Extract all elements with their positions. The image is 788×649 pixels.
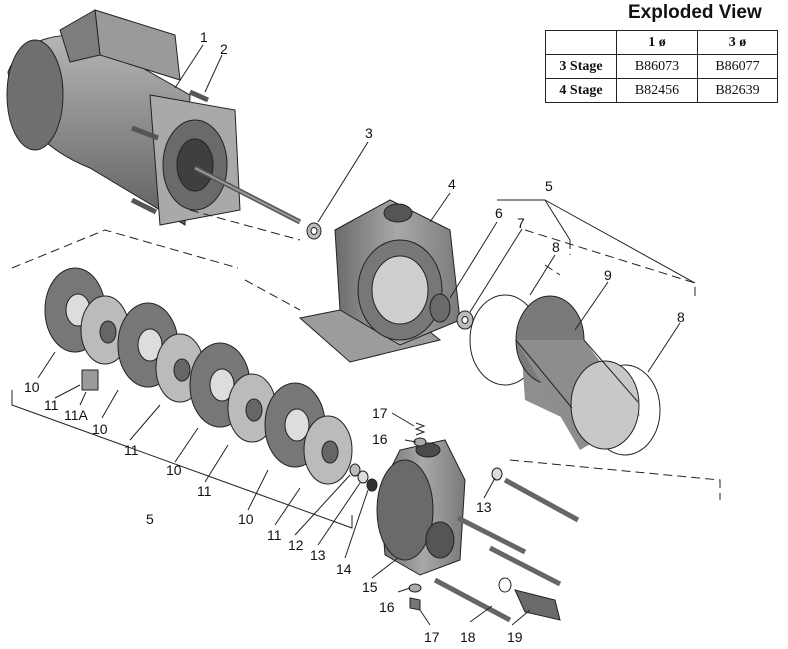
pump-shell	[515, 295, 640, 450]
table-header-three-phase: 3 ø	[697, 30, 778, 55]
callout-10-c: 10	[166, 462, 182, 478]
callout-15: 15	[362, 579, 378, 595]
callout-11-b: 11	[124, 442, 139, 458]
callout-11-a: 11	[44, 397, 59, 413]
table-header-row: 1 ø 3 ø	[545, 30, 778, 55]
spring-17-top	[414, 422, 426, 436]
table-row: 4 Stage B82456 B82639	[545, 78, 778, 103]
callout-13-b: 13	[476, 499, 492, 515]
callout-14: 14	[336, 561, 352, 577]
callout-18: 18	[460, 629, 476, 645]
table-header-blank	[545, 30, 617, 55]
callout-17-bottom: 17	[424, 629, 440, 645]
washer-12	[349, 463, 361, 477]
valve-19	[498, 577, 561, 621]
bracket-5-right-b	[544, 199, 696, 284]
callout-11A: 11A	[64, 407, 89, 423]
motor	[6, 9, 302, 226]
leader-lines	[37, 44, 681, 626]
callout-10-b: 10	[92, 421, 108, 437]
callout-19: 19	[507, 629, 523, 645]
motor-bolts	[130, 89, 210, 215]
callout-5-left: 5	[146, 511, 154, 527]
dashed-lower-right	[509, 459, 721, 500]
drain-17-bottom	[409, 597, 421, 611]
callout-4: 4	[448, 176, 456, 192]
row-single-phase-value: B86073	[616, 54, 698, 79]
dashed-stage-link	[244, 279, 301, 311]
callout-9: 9	[604, 267, 612, 283]
callout-11-c: 11	[197, 483, 212, 499]
spacer-11A	[81, 369, 99, 391]
nut-14	[366, 478, 378, 492]
tie-rods	[433, 477, 580, 623]
row-label: 3 Stage	[545, 54, 617, 79]
callout-3: 3	[365, 125, 373, 141]
callout-7: 7	[517, 215, 525, 231]
plug-16-bottom	[408, 583, 422, 593]
model-number-table: 1 ø 3 ø 3 Stage B86073 B86077 4 Stage B8…	[545, 30, 778, 103]
callout-11-d: 11	[267, 527, 282, 543]
callout-2: 2	[220, 41, 228, 57]
callout-13-a: 13	[310, 547, 326, 563]
callout-6: 6	[495, 205, 503, 221]
callout-5-right: 5	[545, 178, 553, 194]
callout-10-a: 10	[24, 379, 40, 395]
row-single-phase-value: B82456	[616, 78, 698, 103]
row-three-phase-value: B82639	[697, 78, 778, 103]
washer-13a	[357, 470, 369, 484]
dashed-right	[524, 229, 696, 300]
callout-8-right: 8	[677, 309, 685, 325]
dashed-shaft	[189, 209, 301, 241]
bracket-5-right	[497, 199, 571, 241]
callout-10-d: 10	[238, 511, 254, 527]
callout-1: 1	[200, 29, 208, 45]
callout-16-bottom: 16	[379, 599, 395, 615]
bracket-5-left	[11, 390, 353, 529]
row-label: 4 Stage	[545, 78, 617, 103]
exploded-view-heading: Exploded View	[628, 2, 762, 23]
dashed-stage-box-top	[11, 229, 239, 269]
callout-8-left: 8	[552, 239, 560, 255]
callout-17-top: 17	[372, 405, 388, 421]
stage-11a	[80, 295, 130, 365]
stage-11d	[303, 415, 353, 485]
callout-16-top: 16	[372, 431, 388, 447]
pump-housing	[298, 199, 461, 363]
row-three-phase-value: B86077	[697, 54, 778, 79]
table-header-single-phase: 1 ø	[616, 30, 698, 55]
table-row: 3 Stage B86073 B86077	[545, 54, 778, 79]
discharge-head	[376, 439, 466, 576]
washer-13b	[491, 467, 503, 481]
callout-12: 12	[288, 537, 304, 553]
